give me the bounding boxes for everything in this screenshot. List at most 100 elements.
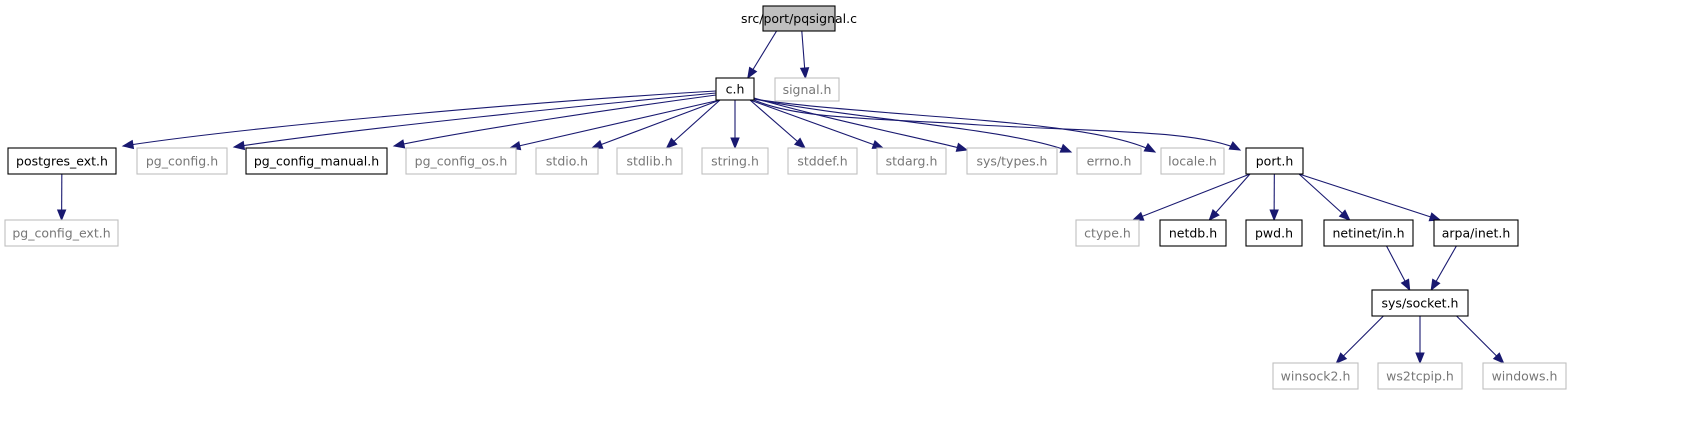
edge-sys_socket_h-to-winsock2_h — [1335, 315, 1384, 364]
node-box — [1245, 147, 1304, 175]
edge-sys_socket_h-to-ws2tcpip_h — [1415, 316, 1425, 365]
node-pwd-h[interactable]: pwd.h — [1245, 219, 1303, 247]
node-pg-config-ext-h: pg_config_ext.h — [4, 219, 119, 247]
node-box — [715, 77, 755, 101]
nodes-layer: src/port/pqsignal.c c.h signal.h postgres_e… — [4, 5, 1567, 390]
node-box — [245, 147, 388, 175]
node-label: string.h — [711, 154, 759, 169]
node-box — [1377, 362, 1463, 390]
node-box — [1160, 147, 1225, 175]
node-label: signal.h — [783, 82, 832, 97]
node-netinet-in-h[interactable]: netinet/in.h — [1323, 219, 1414, 247]
node-sys-socket-h[interactable]: sys/socket.h — [1371, 289, 1469, 317]
node-label: sys/types.h — [977, 154, 1048, 169]
edge-postgres_ext_h-to-pg_config_ext_h — [56, 173, 67, 222]
node-pg-config-manual-h[interactable]: pg_config_manual.h — [245, 147, 388, 175]
edge-port_h-to-netdb_h — [1208, 173, 1251, 222]
node-label: locale.h — [1168, 154, 1217, 169]
node-label: stdlib.h — [626, 154, 672, 169]
node-box — [1075, 219, 1140, 247]
node-port-h[interactable]: port.h — [1245, 147, 1304, 175]
node-stdio-h: stdio.h — [535, 147, 599, 175]
node-label: c.h — [726, 82, 745, 97]
node-box — [787, 147, 858, 175]
node-arpa-inet-h[interactable]: arpa/inet.h — [1433, 219, 1519, 247]
node-box — [1433, 219, 1519, 247]
node-label: stdarg.h — [886, 154, 938, 169]
node-box — [966, 147, 1058, 175]
node-box — [701, 147, 769, 175]
node-ws2tcpip-h: ws2tcpip.h — [1377, 362, 1463, 390]
node-box — [4, 219, 119, 247]
edge-port_h-to-pwd_h — [1269, 173, 1279, 222]
edge-c_h-to-stdarg_h — [749, 99, 885, 149]
edge-c_h-to-stdlib_h — [665, 99, 721, 149]
node-box — [1323, 219, 1414, 247]
edge-c_h-to-stdio_h — [590, 99, 721, 149]
edge-port_h-to-arpa_inet_h — [1298, 173, 1442, 222]
node-label: pg_config_ext.h — [12, 226, 110, 241]
node-netdb-h[interactable]: netdb.h — [1159, 219, 1227, 247]
node-box — [616, 147, 683, 175]
edge-c_h-to-pg_config_os_h — [508, 99, 721, 151]
edge-c_h-to-pg_config_manual_h — [392, 94, 717, 149]
node-ctype-h: ctype.h — [1075, 219, 1140, 247]
node-box — [7, 147, 117, 175]
edge-c_h-to-stddef_h — [749, 99, 807, 149]
node-stddef-h: stddef.h — [787, 147, 858, 175]
node-label: pwd.h — [1255, 226, 1293, 241]
node-label: winsock2.h — [1281, 369, 1351, 384]
node-pg-config-os-h: pg_config_os.h — [405, 147, 517, 175]
node-windows-h: windows.h — [1482, 362, 1567, 390]
node-box — [762, 5, 836, 32]
node-c-h[interactable]: c.h — [715, 77, 755, 101]
edges-layer — [56, 30, 1505, 365]
node-pg-config-h: pg_config.h — [136, 147, 228, 175]
edge-root-to-c_h — [747, 30, 778, 80]
node-locale-h: locale.h — [1160, 147, 1225, 175]
node-label: sys/socket.h — [1382, 296, 1459, 311]
edge-netinet_in_h-to-sys_socket_h — [1386, 245, 1411, 292]
node-box — [1371, 289, 1469, 317]
node-box — [405, 147, 517, 175]
edge-port_h-to-ctype_h — [1131, 173, 1251, 221]
node-signal-h: signal.h — [774, 77, 840, 102]
node-box — [1482, 362, 1567, 390]
node-label: arpa/inet.h — [1442, 226, 1511, 241]
node-stdarg-h: stdarg.h — [876, 147, 947, 175]
node-box — [1245, 219, 1303, 247]
node-box — [535, 147, 599, 175]
edge-sys_socket_h-to-windows_h — [1456, 315, 1505, 364]
node-box — [876, 147, 947, 175]
edge-c_h-to-string_h — [730, 100, 740, 150]
edge-root-to-signal_h — [799, 30, 810, 80]
node-label: netinet/in.h — [1332, 226, 1404, 241]
node-winsock2-h: winsock2.h — [1272, 362, 1359, 390]
node-box — [136, 147, 228, 175]
edge-c_h-to-postgres_ext_h — [121, 90, 717, 150]
node-label: windows.h — [1492, 369, 1558, 384]
node-box — [774, 77, 840, 102]
node-label: port.h — [1256, 154, 1294, 169]
node-label: ctype.h — [1084, 226, 1131, 241]
edge-c_h-to-sys_types_h — [753, 97, 969, 152]
node-label: pg_config_os.h — [415, 154, 508, 169]
node-postgres-ext-h[interactable]: postgres_ext.h — [7, 147, 117, 175]
node-stdlib-h: stdlib.h — [616, 147, 683, 175]
node-label: pg_config.h — [146, 154, 218, 169]
node-label: ws2tcpip.h — [1386, 369, 1454, 384]
edge-port_h-to-netinet_in_h — [1298, 173, 1351, 221]
node-label: errno.h — [1087, 154, 1132, 169]
node-string-h: string.h — [701, 147, 769, 175]
edge-c_h-to-errno_h — [753, 98, 1073, 153]
node-box — [1159, 219, 1227, 247]
node-errno-h: errno.h — [1076, 147, 1142, 175]
edge-c_h-to-pg_config_h — [232, 92, 717, 151]
edge-c_h-to-locale_h — [753, 98, 1157, 153]
edge-c_h-to-port_h — [753, 99, 1242, 151]
node-label: stdio.h — [546, 154, 588, 169]
node-label: netdb.h — [1169, 226, 1217, 241]
node-root: src/port/pqsignal.c — [741, 5, 857, 32]
node-label: src/port/pqsignal.c — [741, 11, 857, 26]
